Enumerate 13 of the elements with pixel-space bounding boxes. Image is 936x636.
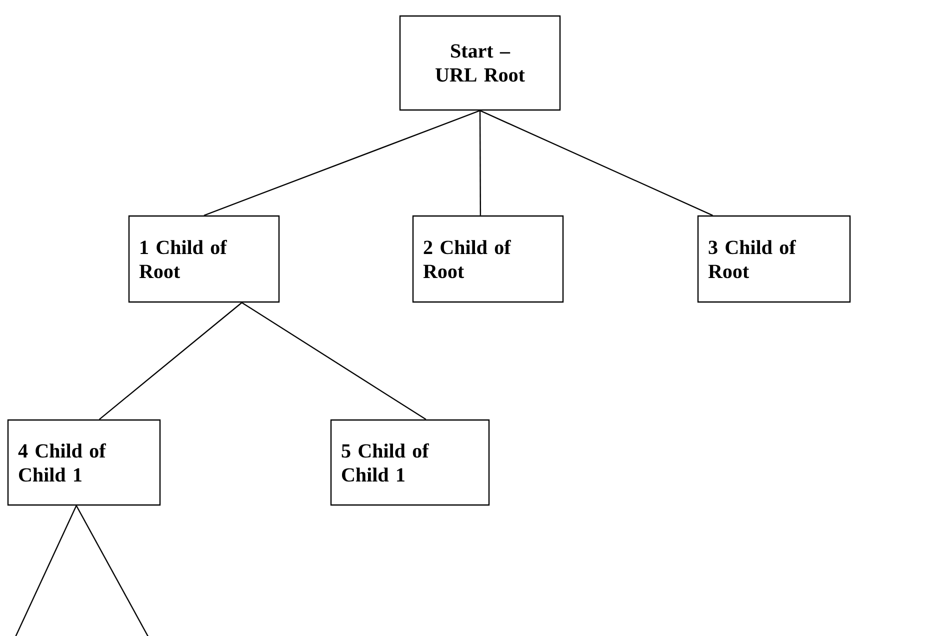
- connector-line: [13, 505, 77, 636]
- box: 4 Child of Child 1: [7, 419, 161, 506]
- connector-line: [241, 302, 426, 420]
- connector-line: [480, 110, 713, 216]
- box: 1 Child of Root: [128, 215, 280, 303]
- connector-line: [98, 302, 242, 420]
- box: 3 Child of Root: [697, 215, 851, 303]
- connector-line: [479, 110, 482, 216]
- box: 2 Child of Root: [412, 215, 564, 303]
- box: Start – URL Root: [399, 15, 561, 111]
- connector-line: [76, 505, 151, 636]
- connector-line: [204, 110, 480, 216]
- box: 5 Child of Child 1: [330, 419, 490, 506]
